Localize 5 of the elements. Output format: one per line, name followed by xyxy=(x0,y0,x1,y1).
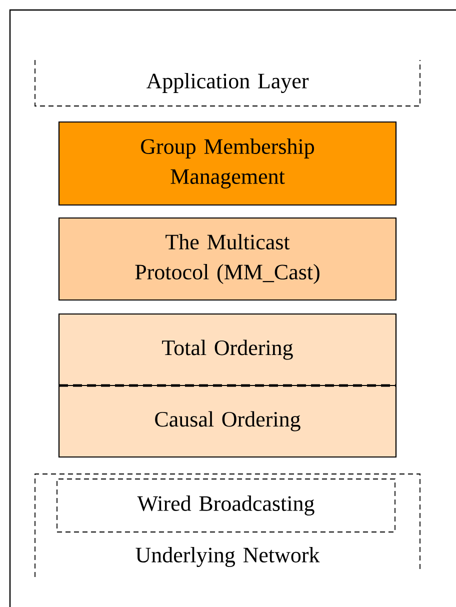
dashed-box: Wired Broadcasting xyxy=(56,478,396,532)
layer-box: Group Membership Management xyxy=(58,121,397,206)
layer-box: Total Ordering Causal Ordering xyxy=(58,313,397,458)
layer-box: The Multicast Protocol (MM_Cast) xyxy=(58,217,397,301)
layer-bracket: Application Layer xyxy=(34,60,420,106)
